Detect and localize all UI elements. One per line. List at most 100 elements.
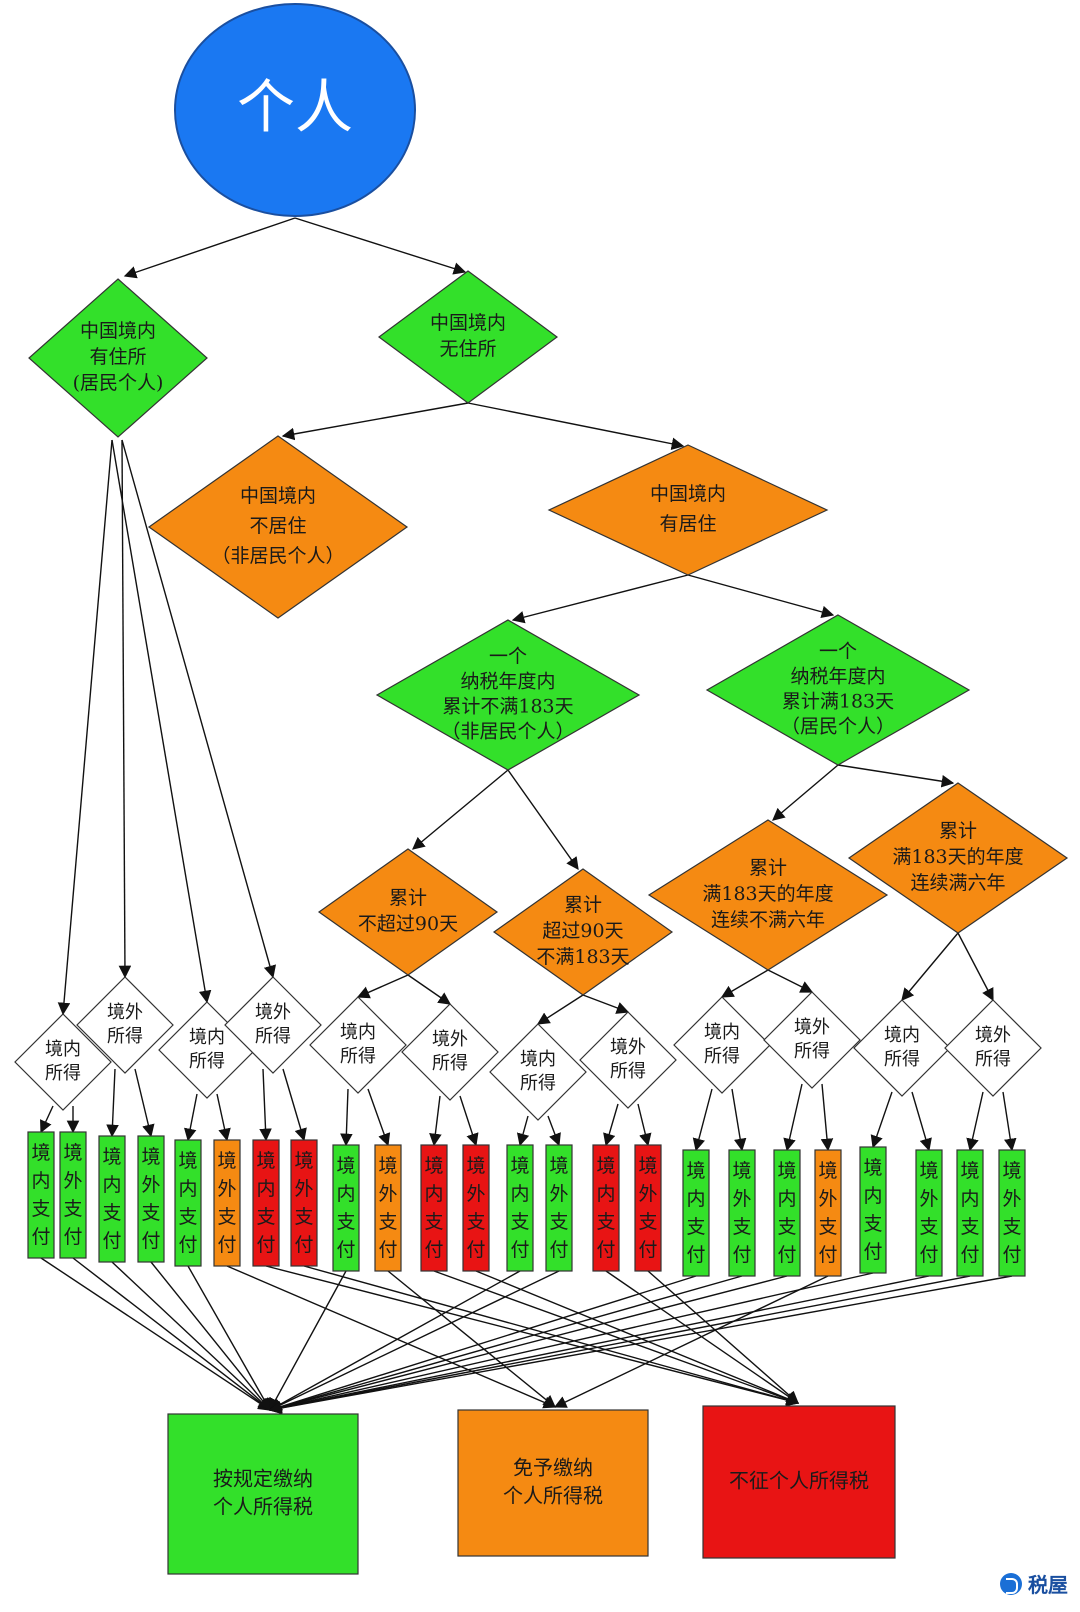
connector-arrow — [731, 1088, 747, 1152]
payment-bar-domestic-5 — [174, 1139, 202, 1267]
connector-arrow — [134, 1068, 155, 1138]
payment-bar-label-char: 境 — [510, 1155, 529, 1177]
payment-bar-label-char: 支 — [596, 1211, 615, 1233]
days-node-2-label-line: （居民个人） — [781, 716, 895, 738]
duration-node-3-label-line: 累计 — [749, 857, 787, 879]
payment-bar-domestic-13 — [506, 1144, 534, 1272]
payment-bar-domestic-19 — [773, 1149, 801, 1277]
days-node-1 — [375, 619, 641, 771]
payment-bar-label-char: 外 — [919, 1188, 938, 1210]
payment-bar-label-char: 境 — [63, 1142, 82, 1164]
connector-arrow — [767, 969, 814, 993]
stay-node-1-label-line: （非居民个人） — [211, 545, 344, 567]
payment-bar-label-char: 支 — [217, 1206, 236, 1228]
connector-arrow — [268, 1275, 788, 1414]
payment-bar-label-char: 内 — [424, 1183, 443, 1205]
duration-node-1-label-line: 累计 — [389, 887, 427, 909]
duration-node-4 — [847, 782, 1069, 934]
connector-arrow — [772, 764, 839, 821]
income-node-domestic-5 — [309, 996, 407, 1094]
payment-bar-label-char: 境 — [1002, 1160, 1021, 1182]
residence-node-2-label-line: 中国境内 — [430, 312, 506, 334]
payment-bar-label-char: 付 — [178, 1234, 197, 1256]
payment-bar-label-char: 支 — [777, 1216, 796, 1238]
connector-arrow — [268, 1270, 560, 1411]
income-node-domestic-7-label-line: 境内 — [520, 1049, 556, 1070]
income-node-domestic-1-label-line: 境内 — [45, 1039, 81, 1060]
payment-bar-label-char: 境 — [638, 1155, 657, 1177]
connector-arrow — [40, 1105, 54, 1134]
connector-arrow — [268, 1272, 874, 1414]
income-node-foreign-10-label-line: 所得 — [794, 1041, 830, 1062]
connector-arrow — [111, 439, 212, 1004]
payment-bar-foreign-10 — [374, 1144, 402, 1272]
income-node-domestic-3-label-line: 所得 — [189, 1051, 225, 1072]
outcome-box-2 — [457, 1409, 649, 1557]
payment-bar-label-char: 支 — [178, 1206, 197, 1228]
connector-arrow — [265, 1265, 800, 1407]
residence-node-2 — [377, 270, 559, 404]
connector-arrow — [183, 1093, 198, 1142]
payment-bar-label-char: 支 — [732, 1216, 751, 1238]
connector-arrow — [268, 1270, 521, 1411]
payment-bar-label-char: 外 — [549, 1183, 568, 1205]
payment-bar-label-char: 境 — [256, 1150, 275, 1172]
payment-bar-label-char: 付 — [686, 1244, 705, 1266]
payment-bar-label-char: 境 — [596, 1155, 615, 1177]
payment-bar-label-char: 支 — [424, 1211, 443, 1233]
payment-bar-label-char: 支 — [294, 1206, 313, 1228]
outcome-box-1 — [167, 1413, 359, 1575]
payment-bar-label-char: 外 — [217, 1178, 236, 1200]
connector-arrow — [870, 1091, 893, 1149]
payment-bar-label-char: 内 — [777, 1188, 796, 1210]
income-node-foreign-6 — [401, 1003, 499, 1101]
income-node-domestic-1 — [14, 1013, 112, 1111]
payment-bar-label-char: 境 — [378, 1155, 397, 1177]
payment-bar-label-char: 内 — [596, 1183, 615, 1205]
duration-node-1 — [317, 848, 499, 976]
income-node-foreign-8-label-line: 境外 — [610, 1037, 646, 1058]
connector-arrow — [966, 1091, 984, 1152]
connector-arrow — [507, 769, 579, 871]
payment-bar-label-char: 付 — [777, 1244, 796, 1266]
payment-bar-foreign-12 — [462, 1144, 490, 1272]
payment-bar-label-char: 内 — [686, 1188, 705, 1210]
income-node-domestic-7-label-line: 所得 — [520, 1073, 556, 1094]
residence-node-1-label-line: 中国境内 — [80, 320, 156, 342]
connector-arrow — [268, 1275, 971, 1415]
duration-node-4-label-line: 满183天的年度 — [892, 846, 1023, 868]
duration-node-3-label-line: 连续不满六年 — [711, 909, 825, 931]
income-node-domestic-3-label-line: 境内 — [189, 1027, 225, 1048]
payment-bar-label-char: 境 — [732, 1160, 751, 1182]
payment-bar-domestic-15 — [592, 1144, 620, 1272]
residence-node-1-label-line: 有住所 — [89, 346, 146, 368]
connector-arrow — [687, 574, 835, 619]
income-node-foreign-12 — [944, 999, 1042, 1097]
income-node-foreign-4-label-line: 所得 — [255, 1026, 291, 1047]
payment-bar-label-char: 境 — [466, 1155, 485, 1177]
duration-node-4-label-line: 连续满六年 — [910, 872, 1005, 894]
duration-node-2-label-line: 超过90天 — [542, 920, 623, 942]
payment-bar-label-char: 支 — [466, 1211, 485, 1233]
connector-arrow — [783, 1083, 803, 1152]
connector-arrow — [901, 932, 959, 1001]
connector-arrow — [57, 439, 113, 1016]
connector-arrow — [118, 439, 132, 979]
duration-node-2-label-line: 不满183天 — [536, 946, 629, 968]
outcome-box-2-label-line: 免予缴纳 — [513, 1456, 593, 1480]
outcome-box-3 — [702, 1405, 896, 1559]
logo-icon — [1000, 1572, 1022, 1595]
payment-bar-label-char: 付 — [732, 1244, 751, 1266]
connector-arrow — [387, 1270, 556, 1408]
payment-bar-label-char: 支 — [549, 1211, 568, 1233]
payment-bar-label-char: 支 — [102, 1202, 121, 1224]
payment-bar-label-char: 外 — [732, 1188, 751, 1210]
payment-bar-label-char: 境 — [294, 1150, 313, 1172]
watermark-text: 税屋 — [1028, 1573, 1068, 1597]
payment-bar-foreign-2 — [59, 1131, 87, 1259]
payment-bar-label-char: 支 — [638, 1211, 657, 1233]
connector-arrow — [412, 769, 509, 850]
stay-node-1 — [147, 435, 409, 619]
payment-bar-label-char: 付 — [549, 1239, 568, 1261]
payment-bar-foreign-14 — [545, 1144, 573, 1272]
